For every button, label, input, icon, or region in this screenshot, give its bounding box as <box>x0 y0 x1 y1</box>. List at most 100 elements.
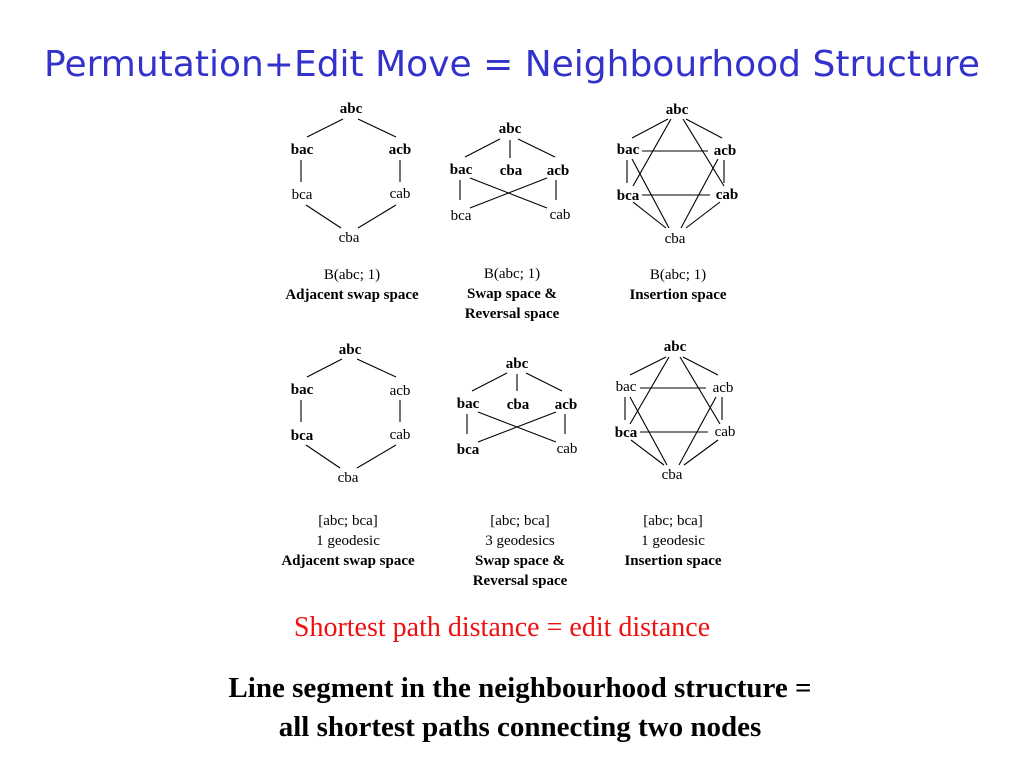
node-bac: bac <box>457 396 480 412</box>
conclusion-line: Line segment in the neighbourhood struct… <box>228 672 812 704</box>
node-cba: cba <box>338 470 359 486</box>
edge <box>632 201 667 229</box>
edge <box>357 204 397 229</box>
caption-adjacent-swap-segment: [abc; bca] 1 geodesic Adjacent swap spac… <box>248 511 448 571</box>
caption-line: Insertion space <box>624 553 722 569</box>
node-acb: acb <box>713 380 734 396</box>
caption-swap-reversal-segment: [abc; bca] 3 geodesics Swap space & Reve… <box>420 511 620 591</box>
diagram-adjacent-swap-ball: abc bac acb bca cab cba <box>291 101 412 246</box>
node-cab: cab <box>557 441 578 457</box>
edge <box>305 444 341 469</box>
node-cab: cab <box>715 424 736 440</box>
conclusion-statement: Line segment in the neighbourhood struct… <box>0 669 1024 747</box>
caption-line: Adjacent swap space <box>285 287 419 303</box>
conclusion-line: all shortest paths connecting two nodes <box>278 711 762 743</box>
node-abc: abc <box>506 356 529 372</box>
node-acb: acb <box>389 142 412 158</box>
caption-line: Swap space & <box>466 286 557 302</box>
edge <box>464 138 501 158</box>
neighbourhood-diagrams: abc bac acb bca cab cba abc bac cba acb … <box>291 101 739 486</box>
edge <box>631 158 670 229</box>
caption-adjacent-swap-ball: B(abc; 1) Adjacent swap space <box>252 265 452 305</box>
node-cba: cba <box>500 163 523 179</box>
caption-line: B(abc; 1) <box>483 266 541 282</box>
edge <box>679 356 721 425</box>
edge <box>682 356 719 376</box>
highlight-statement: Shortest path distance = edit distance <box>293 612 711 643</box>
edge <box>477 411 557 443</box>
diagram-swap-reversal-segment: abc bac cba acb bca cab <box>457 356 578 458</box>
edge <box>517 138 556 158</box>
node-bca: bca <box>451 208 472 224</box>
diagram-adjacent-swap-segment: abc bac acb bca cab cba <box>291 342 411 486</box>
node-cba: cba <box>665 231 686 247</box>
node-bac: bac <box>616 379 637 395</box>
node-abc: abc <box>339 342 362 358</box>
caption-line: [abc; bca] <box>490 513 550 529</box>
node-cab: cab <box>390 186 411 202</box>
node-bac: bac <box>291 382 314 398</box>
edge <box>356 358 397 378</box>
node-cab: cab <box>716 187 739 203</box>
caption-line: 3 geodesics <box>485 533 555 549</box>
edge <box>678 396 717 466</box>
node-acb: acb <box>555 397 578 413</box>
node-bca: bca <box>615 425 638 441</box>
caption-line: 1 geodesic <box>641 533 705 549</box>
node-cba: cba <box>339 230 360 246</box>
node-acb: acb <box>714 143 737 159</box>
edge <box>306 118 344 138</box>
edge <box>683 439 719 466</box>
edge <box>356 444 397 469</box>
caption-insertion-ball: B(abc; 1) Insertion space <box>578 265 778 305</box>
edge <box>306 358 343 378</box>
diagram-insertion-ball: abc bac acb bca cab cba <box>617 102 739 247</box>
caption-line: [abc; bca] <box>318 513 378 529</box>
node-bca: bca <box>291 428 314 444</box>
node-bac: bac <box>450 162 473 178</box>
caption-line: Adjacent swap space <box>281 553 415 569</box>
caption-line: B(abc; 1) <box>323 267 381 283</box>
caption-line: Insertion space <box>629 287 727 303</box>
node-abc: abc <box>666 102 689 118</box>
edge <box>680 158 719 229</box>
caption-line: [abc; bca] <box>643 513 703 529</box>
node-abc: abc <box>664 339 687 355</box>
edge <box>631 118 669 139</box>
node-cba: cba <box>662 467 683 483</box>
caption-line: 1 geodesic <box>316 533 380 549</box>
node-cab: cab <box>550 207 571 223</box>
node-bca: bca <box>617 188 640 204</box>
edge <box>632 118 672 187</box>
caption-line: Reversal space <box>472 573 568 589</box>
edge <box>525 372 563 392</box>
edge <box>629 356 667 376</box>
node-cba: cba <box>507 397 530 413</box>
edge <box>629 396 668 466</box>
diagram-swap-reversal-ball: abc bac cba acb bca cab <box>450 121 571 224</box>
node-bca: bca <box>292 187 313 203</box>
edge <box>630 439 665 466</box>
node-acb: acb <box>390 383 411 399</box>
caption-swap-reversal-ball: B(abc; 1) Swap space & Reversal space <box>412 264 612 324</box>
node-bac: bac <box>291 142 314 158</box>
slide-title: Permutation+Edit Move = Neighbourhood St… <box>44 44 980 85</box>
node-abc: abc <box>340 101 363 117</box>
edge <box>357 118 397 138</box>
caption-line: B(abc; 1) <box>649 267 707 283</box>
edge <box>469 177 548 209</box>
node-abc: abc <box>499 121 522 137</box>
edge <box>685 118 723 139</box>
edge <box>629 356 670 425</box>
caption-insertion-segment: [abc; bca] 1 geodesic Insertion space <box>573 511 773 571</box>
edge <box>685 201 721 229</box>
edge <box>305 204 342 229</box>
edge <box>471 372 508 392</box>
node-bac: bac <box>617 142 640 158</box>
diagram-insertion-segment: abc bac acb bca cab cba <box>615 339 736 483</box>
node-bca: bca <box>457 442 480 458</box>
node-acb: acb <box>547 163 570 179</box>
caption-line: Swap space & <box>474 553 565 569</box>
edge <box>682 118 725 187</box>
node-cab: cab <box>390 427 411 443</box>
